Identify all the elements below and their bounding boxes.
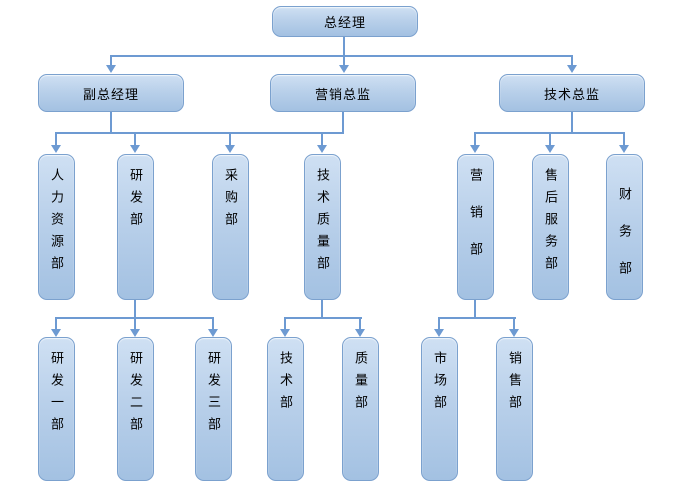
arrowhead-to-tech-quality-dept xyxy=(317,145,327,153)
edge-to-after-sales-line xyxy=(549,132,551,146)
arrowhead-to-after-sales-dept xyxy=(545,145,555,153)
edge-tq-stem-line xyxy=(321,300,323,319)
edge-to-rnd3-line xyxy=(212,317,214,330)
node-after-sales-dept-label: 售后服务部 xyxy=(543,168,558,278)
node-technical-dept[interactable]: 技术部 xyxy=(267,337,304,481)
edge-tq-bracket-line xyxy=(285,317,362,319)
node-finance-dept-label: 财务部 xyxy=(617,187,632,298)
node-technical-dept-label: 技术部 xyxy=(278,351,293,417)
node-market-dept[interactable]: 市场部 xyxy=(421,337,458,481)
edge-dgm-stem-line xyxy=(110,112,112,134)
node-quality-dept[interactable]: 质量部 xyxy=(342,337,379,481)
node-deputy-general-manager-label: 副总经理 xyxy=(82,86,139,102)
edge-to-market-line xyxy=(438,317,440,330)
node-tech-quality-dept[interactable]: 技术质量部 xyxy=(304,154,341,300)
node-rnd-dept-label: 研发部 xyxy=(128,168,143,234)
edge-to-rnd2-line xyxy=(134,317,136,330)
edge-to-purchasing-line xyxy=(229,132,231,146)
node-rnd-dept-2[interactable]: 研发二部 xyxy=(117,337,154,481)
arrowhead-to-marketing-director xyxy=(339,65,349,73)
node-rnd-dept-1-label: 研发一部 xyxy=(49,351,64,439)
edge-to-quality-line xyxy=(359,317,361,330)
node-rnd-dept[interactable]: 研发部 xyxy=(117,154,154,300)
edge-to-rnd1-line xyxy=(55,317,57,330)
arrowhead-to-sales-dept xyxy=(509,329,519,337)
node-technical-director[interactable]: 技术总监 xyxy=(499,74,645,112)
node-general-manager-label: 总经理 xyxy=(323,15,366,30)
edge-gm-stem-line xyxy=(343,37,345,57)
edge-to-marketing-line xyxy=(474,132,476,146)
edge-gm-dgm-line xyxy=(110,55,112,66)
arrowhead-to-rnd-dept-1 xyxy=(51,329,61,337)
node-rnd-dept-3[interactable]: 研发三部 xyxy=(195,337,232,481)
edge-gm-ted-line xyxy=(571,55,573,66)
node-tech-quality-dept-label: 技术质量部 xyxy=(315,168,330,278)
arrowhead-to-purchasing-dept xyxy=(225,145,235,153)
node-marketing-dept[interactable]: 营销部 xyxy=(457,154,494,300)
edge-gm-bracket-line xyxy=(110,55,573,57)
node-general-manager[interactable]: 总经理 xyxy=(272,6,418,37)
arrowhead-to-market-dept xyxy=(434,329,444,337)
node-marketing-director[interactable]: 营销总监 xyxy=(270,74,416,112)
node-quality-dept-label: 质量部 xyxy=(353,351,368,417)
arrowhead-to-rnd-dept xyxy=(130,145,140,153)
node-market-dept-label: 市场部 xyxy=(432,351,447,417)
node-sales-dept[interactable]: 销售部 xyxy=(496,337,533,481)
edge-ted-stem-line xyxy=(571,112,573,134)
arrowhead-to-deputy-general-manager xyxy=(106,65,116,73)
edge-to-tech-quality-line xyxy=(321,132,323,146)
node-rnd-dept-1[interactable]: 研发一部 xyxy=(38,337,75,481)
arrowhead-to-marketing-dept xyxy=(470,145,480,153)
arrowhead-to-quality-dept xyxy=(355,329,365,337)
edge-gm-mkd-line xyxy=(343,55,345,66)
edge-mkd-stem-line xyxy=(342,112,344,134)
arrowhead-to-rnd-dept-2 xyxy=(130,329,140,337)
node-purchasing-dept[interactable]: 采购部 xyxy=(212,154,249,300)
edge-to-sales-line xyxy=(513,317,515,330)
node-finance-dept[interactable]: 财务部 xyxy=(606,154,643,300)
node-after-sales-dept[interactable]: 售后服务部 xyxy=(532,154,569,300)
edge-rnd-stem-line xyxy=(134,300,136,319)
node-technical-director-label: 技术总监 xyxy=(543,86,600,102)
node-deputy-general-manager[interactable]: 副总经理 xyxy=(38,74,184,112)
arrowhead-to-hr-dept xyxy=(51,145,61,153)
arrowhead-to-technical-dept xyxy=(280,329,290,337)
arrowhead-to-technical-director xyxy=(567,65,577,73)
node-purchasing-dept-label: 采购部 xyxy=(223,168,238,234)
edge-to-hr-line xyxy=(55,132,57,146)
edge-to-rnd-line xyxy=(134,132,136,146)
edge-to-technical-line xyxy=(284,317,286,330)
node-hr-dept-label: 人力资源部 xyxy=(49,168,64,278)
node-rnd-dept-3-label: 研发三部 xyxy=(206,351,221,439)
node-sales-dept-label: 销售部 xyxy=(507,351,522,417)
edge-to-finance-line xyxy=(623,132,625,146)
edge-mk-bracket-line xyxy=(439,317,516,319)
node-marketing-director-label: 营销总监 xyxy=(314,86,371,102)
node-hr-dept[interactable]: 人力资源部 xyxy=(38,154,75,300)
arrowhead-to-rnd-dept-3 xyxy=(208,329,218,337)
arrowhead-to-finance-dept xyxy=(619,145,629,153)
node-marketing-dept-label: 营销部 xyxy=(468,168,483,279)
edge-mk-stem-line xyxy=(474,300,476,319)
edge-left-bracket-line xyxy=(56,132,344,134)
node-rnd-dept-2-label: 研发二部 xyxy=(128,351,143,439)
